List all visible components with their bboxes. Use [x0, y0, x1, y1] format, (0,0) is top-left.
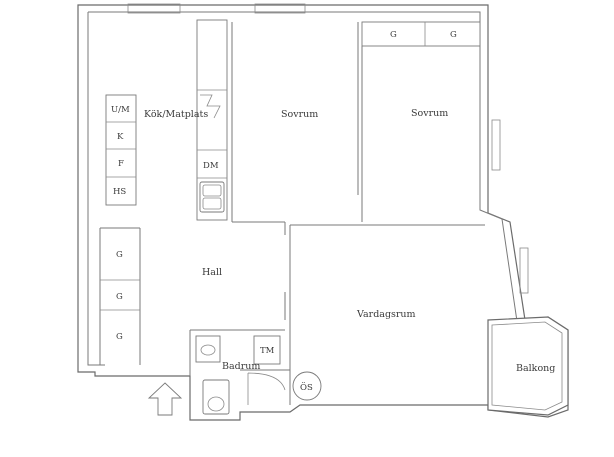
hall-closets	[100, 279, 140, 311]
balcony	[487, 316, 569, 416]
room-label-bedroom-1: Sovrum	[281, 109, 318, 120]
room-label-balcony: Balkong	[516, 363, 555, 374]
room-label-bath: Badrum	[222, 361, 260, 372]
closet-g-hall-3: G	[116, 332, 123, 342]
bathroom-fixtures	[195, 335, 322, 415]
fixture-k-label: K	[117, 132, 124, 142]
fixture-os-label: ÖS	[300, 381, 313, 393]
room-label-hall: Hall	[202, 267, 222, 278]
entrance-arrow	[147, 382, 183, 416]
room-label-bedroom-2: Sovrum	[411, 108, 448, 119]
fixture-dm-label: DM	[203, 161, 219, 171]
windows	[127, 3, 529, 294]
closet-g-bedroom-2: G	[450, 30, 457, 40]
closet-g-hall-2: G	[116, 292, 123, 302]
fixture-tm-label: TM	[260, 346, 275, 356]
fixture-fridge-label: U/M	[111, 105, 130, 115]
fixture-hs-label: HS	[113, 187, 126, 197]
interior-walls	[99, 22, 528, 405]
room-label-kitchen: Kök/Matplats	[144, 109, 208, 120]
room-label-living: Vardagsrum	[356, 309, 416, 320]
kitchen-counter	[105, 19, 228, 221]
bedroom-closets	[361, 21, 481, 47]
closet-g-bedroom-1: G	[390, 30, 397, 40]
closet-g-hall-1: G	[116, 250, 123, 260]
fixture-f-label: F	[118, 159, 124, 169]
